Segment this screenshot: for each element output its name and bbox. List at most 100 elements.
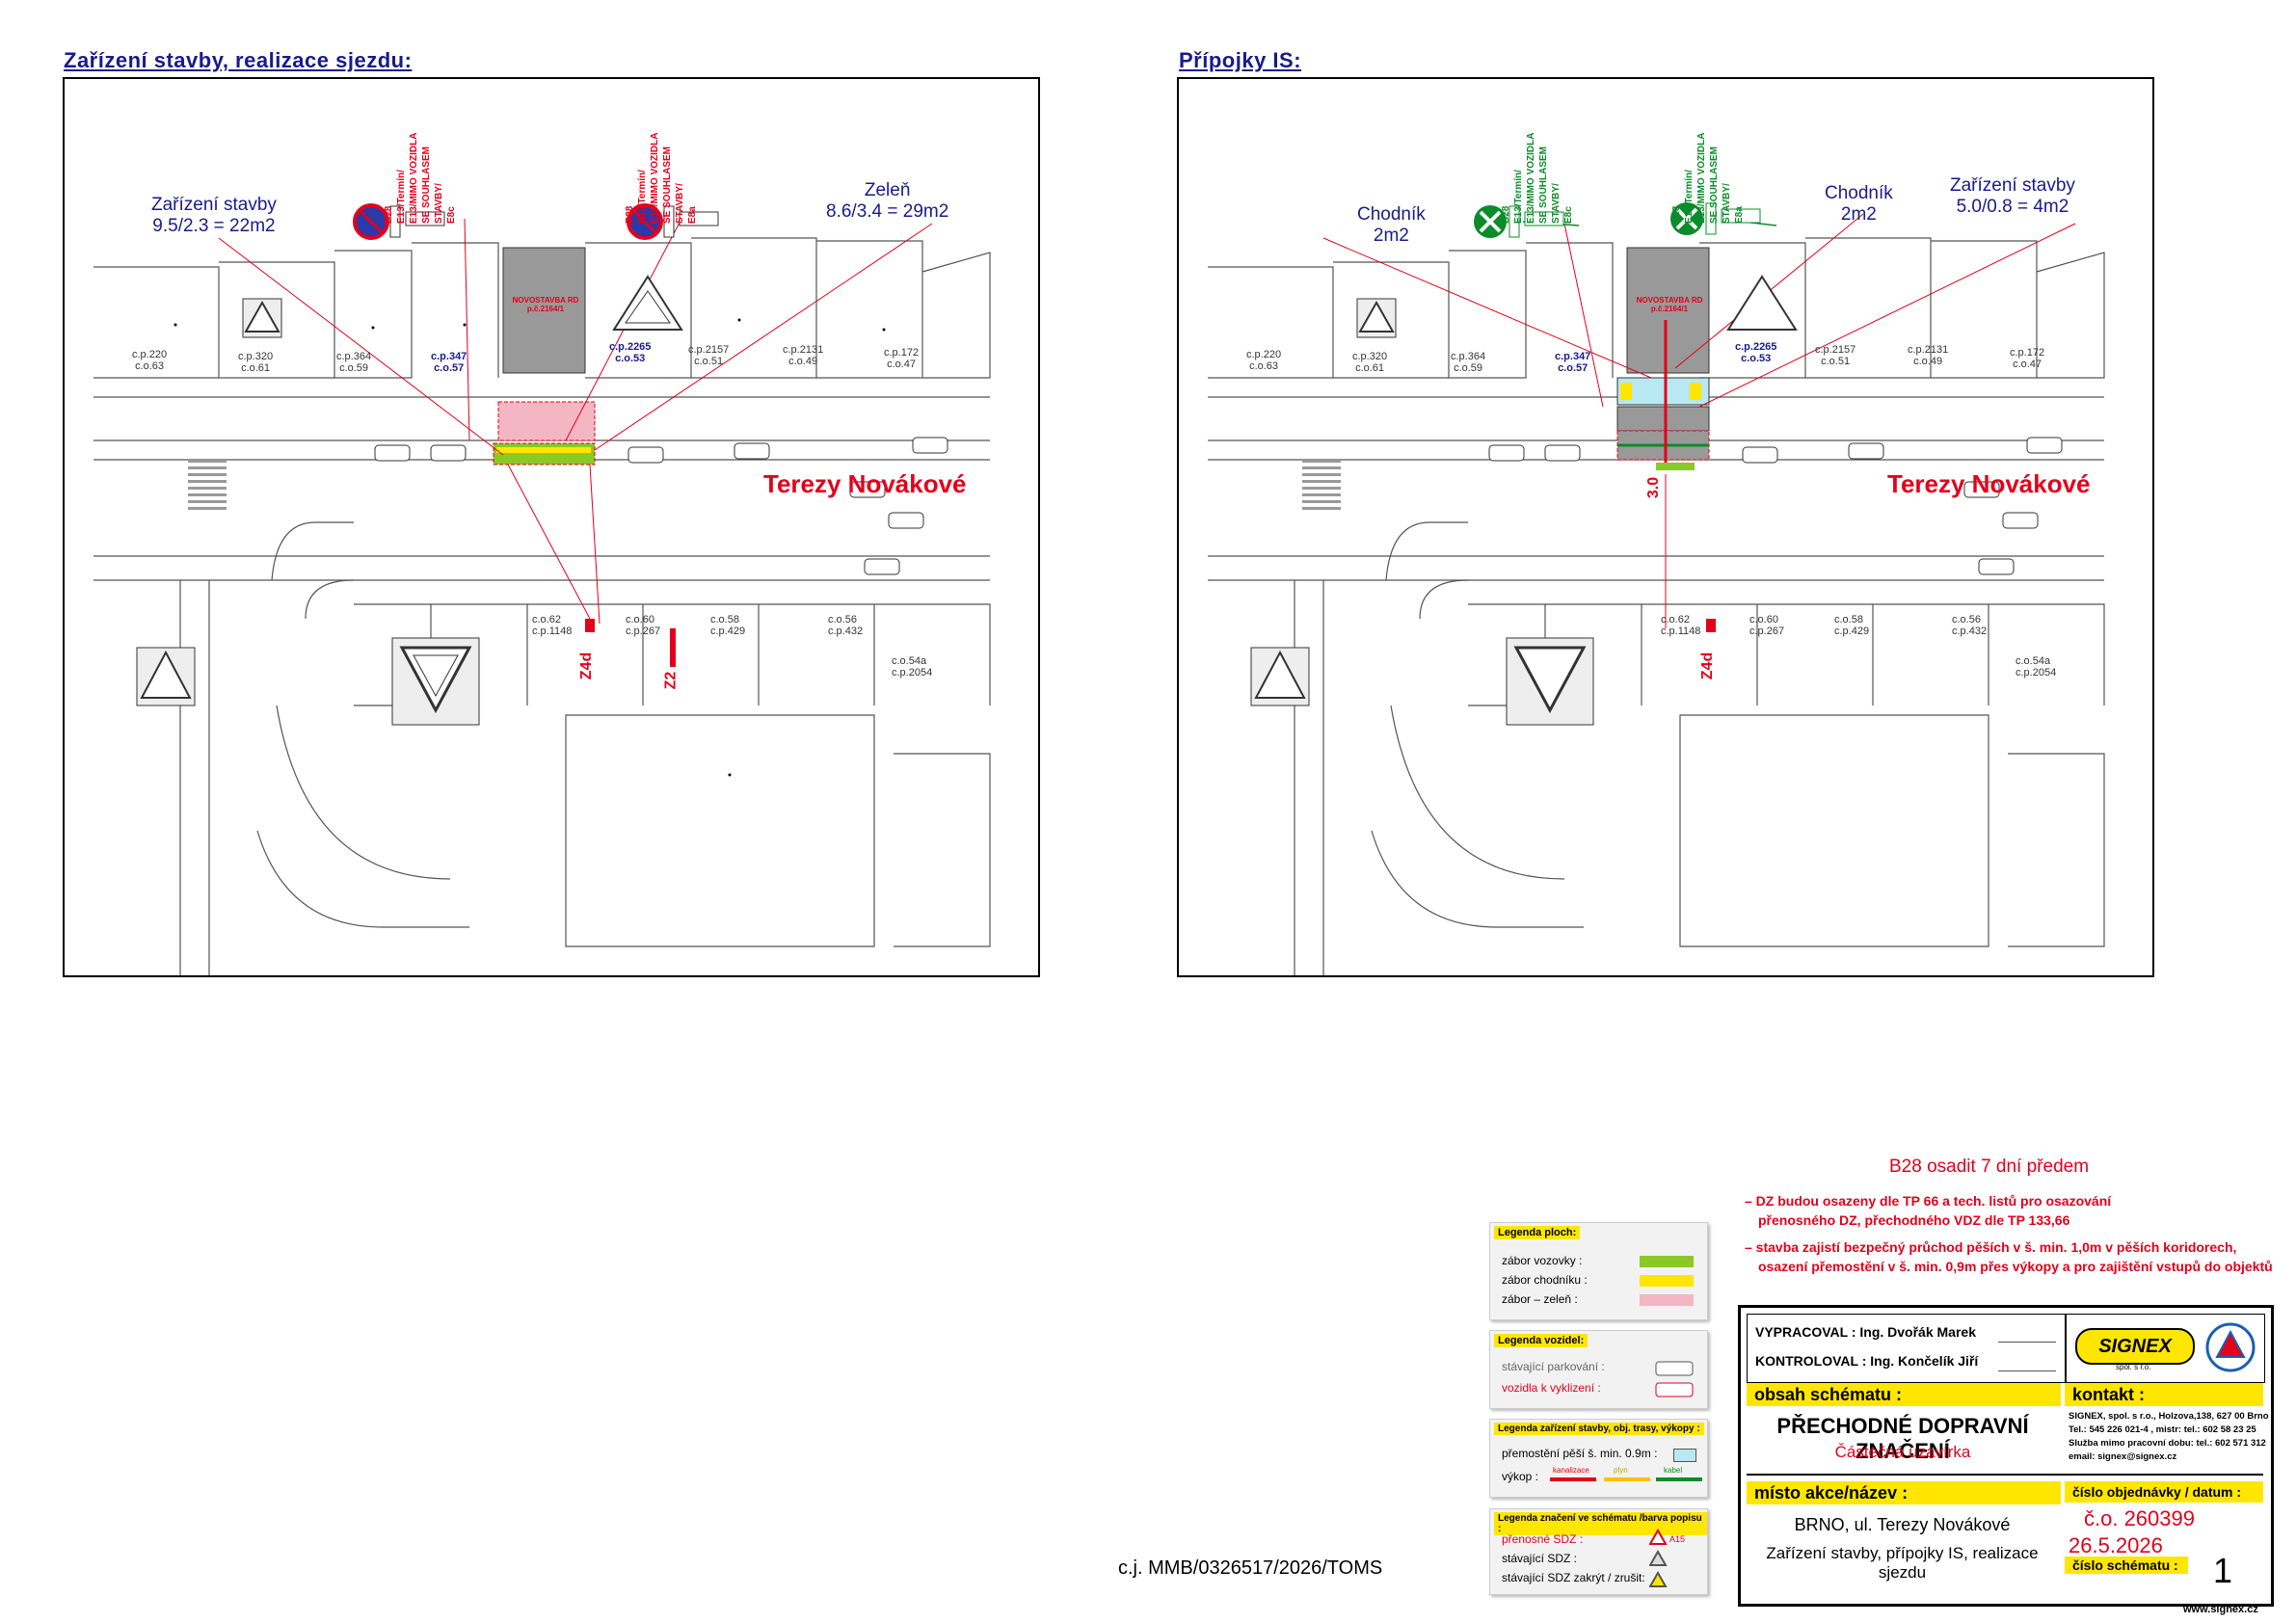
- street-name: Terezy Novákové: [763, 469, 967, 498]
- legend-row: stávající SDZ :: [1502, 1552, 1578, 1565]
- misto-line1: BRNO, ul. Terezy Novákové: [1794, 1515, 2011, 1534]
- kontakt-label: kontakt :: [2065, 1383, 2263, 1406]
- give-way-sign-icon: [391, 637, 480, 726]
- logo-cell: SIGNEX spol. s r.o.: [2065, 1314, 2265, 1383]
- legend-works-title: Legenda zařízení stavby, obj. trasy, výk…: [1494, 1423, 1704, 1435]
- kontakt-lines: SIGNEX, spol. s r.o., Holzova,138, 627 0…: [2069, 1411, 2269, 1462]
- warning-sign-icon: [1726, 275, 1798, 331]
- order-date: 26.5.2026: [2069, 1533, 2163, 1557]
- obsah-label: obsah schématu :: [1747, 1383, 2061, 1406]
- legend-row: zábor vozovky :: [1502, 1254, 1583, 1267]
- b28-sign-cancel-left: [1474, 205, 1564, 238]
- kontroloval-label: KONTROLOVAL : Ing. Končelík Jiří: [1755, 1353, 1979, 1369]
- schema-label: číslo schématu :: [2065, 1556, 2188, 1574]
- legend-row: stávající parkování :: [1502, 1360, 1605, 1373]
- street-name: Terezy Novákové: [1887, 469, 2091, 498]
- trench-swatch: [1656, 1477, 1702, 1481]
- legend-signs-title: Legenda značení ve schématu /barva popis…: [1494, 1512, 1707, 1535]
- b28-sign-right: [627, 203, 719, 240]
- misto-line2: Zařízení stavby, přípojky IS, realizace …: [1766, 1544, 2039, 1582]
- trench-swatch: [1550, 1477, 1596, 1481]
- signature-kontroloval: [1998, 1353, 2056, 1371]
- notes-headline: B28 osadit 7 dní předem: [1889, 1157, 2090, 1177]
- legend-areas-title: Legenda ploch:: [1494, 1226, 1581, 1239]
- bridge-swatch: [1673, 1449, 1696, 1462]
- authors-cell: VYPRACOVAL : Ing. Dvořák Marek KONTROLOV…: [1747, 1314, 2067, 1383]
- warning-sign-icon: [1356, 298, 1397, 338]
- legend-vehicles: Legenda vozidel: stávající parkování : v…: [1489, 1330, 1708, 1409]
- swatch-sidewalk: [1640, 1275, 1694, 1287]
- legend-works: Legenda zařízení stavby, obj. trasy, výk…: [1489, 1419, 1708, 1498]
- notes-list: – DZ budou osazeny dle TP 66 a tech. lis…: [1745, 1193, 2273, 1274]
- trench-label: kanalizace: [1553, 1466, 1589, 1475]
- sign-legend-icons: [1649, 1529, 1668, 1587]
- road-occupation-zone: [493, 442, 596, 466]
- left-panel-heading: Zařízení stavby, realizace sjezdu:: [64, 48, 413, 72]
- vypracoval-label: VYPRACOVAL : Ing. Dvořák Marek: [1755, 1324, 1976, 1340]
- z4d-marker: [1706, 619, 1716, 632]
- car-icon: [1655, 1361, 1694, 1397]
- right-sign-text: B28 E13/Termín/ E13/MIMO VOZIDLA SE SOUH…: [625, 132, 698, 224]
- trench-label: plyn: [1614, 1466, 1628, 1475]
- left-map-drawing: [93, 203, 991, 975]
- website: www.signex.cz: [2183, 1604, 2258, 1615]
- zarizeni-callout: Zařízení stavby 9.5/2.3 = 22m2: [151, 195, 277, 236]
- warning-sign-icon: [242, 298, 282, 338]
- b28-sign-left: [353, 203, 445, 240]
- warning-sign-icon: [1250, 647, 1310, 706]
- legend-row: zábor – zeleň :: [1502, 1292, 1578, 1306]
- schema-number: 1: [2213, 1551, 2233, 1590]
- trench-swatch: [1604, 1477, 1650, 1481]
- obsah-main: PŘECHODNÉ DOPRAVNÍ ZNAČENÍ: [1776, 1414, 2029, 1463]
- obsah-sub: Částečná uzavírka: [1834, 1443, 1971, 1461]
- legend-row: přemostění pěší š. min. 0.9m :: [1502, 1447, 1658, 1460]
- legend-row: přenosné SDZ :: [1502, 1532, 1584, 1546]
- swatch-road: [1640, 1256, 1694, 1267]
- z4d-label: Z4d: [578, 652, 596, 680]
- z2-marker: [670, 628, 676, 667]
- sign-tag: A15: [1669, 1534, 1686, 1544]
- left-sign-text: B28 E13/Termín/ E13/MIMO VOZIDLA SE SOUH…: [384, 132, 457, 224]
- z4d-marker: [585, 619, 595, 632]
- z4d-label: Z4d: [1699, 652, 1717, 680]
- dimension-label: 3.0: [1645, 476, 1663, 499]
- legend-row: stávající SDZ zakrýt / zrušit:: [1502, 1571, 1645, 1584]
- zelen-callout: Zeleň 8.6/3.4 = 29m2: [826, 180, 949, 222]
- title-block: VYPRACOVAL : Ing. Dvořák Marek KONTROLOV…: [1738, 1305, 2274, 1607]
- right-sign-text: B28 E13/Termín/ E13/MIMO VOZIDLA SE SOUH…: [1671, 132, 1745, 224]
- order-number: č.o. 260399: [2084, 1506, 2195, 1530]
- chodnik-mid-callout: Chodník 2m2: [1825, 183, 1893, 225]
- signature-vypracoval: [1998, 1324, 2056, 1343]
- warning-sign-icon: [612, 275, 683, 331]
- cislo-label: číslo objednávky / datum :: [2065, 1481, 2263, 1503]
- right-panel-heading: Přípojky IS:: [1179, 48, 1302, 72]
- signex-logo: SIGNEX: [2075, 1328, 2195, 1365]
- novostavba-block: [502, 247, 586, 374]
- legend-areas: Legenda ploch: zábor vozovky : zábor cho…: [1489, 1222, 1708, 1320]
